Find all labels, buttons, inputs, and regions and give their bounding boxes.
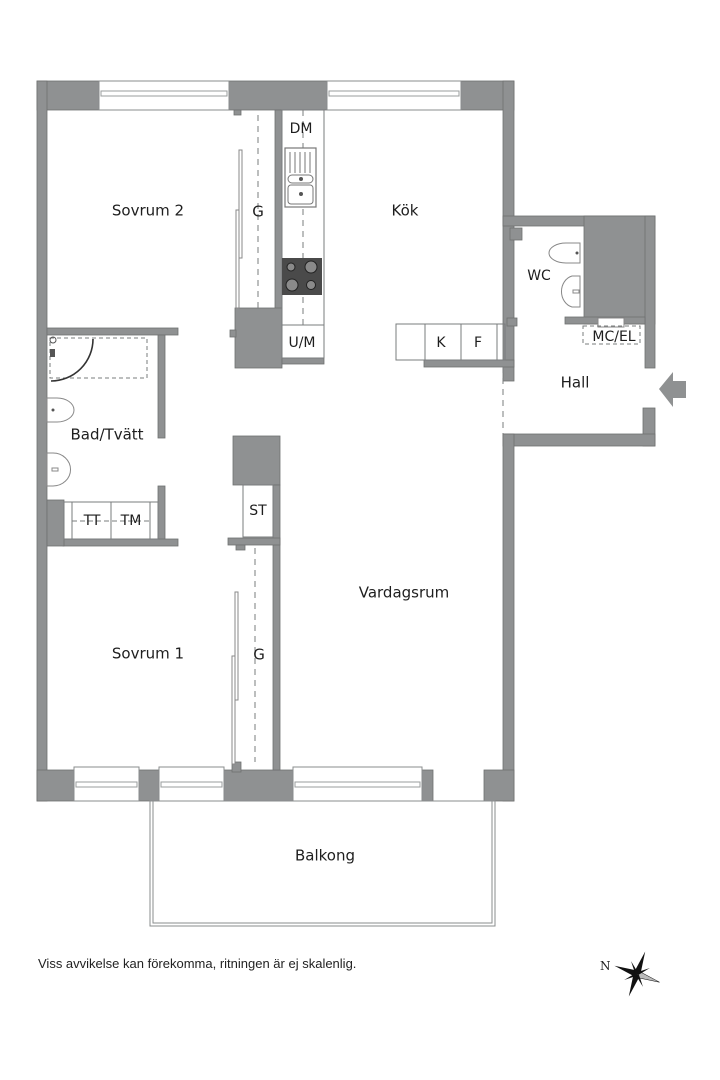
room-label-garderob-top: G — [252, 203, 264, 221]
kitchen-counter — [281, 109, 325, 359]
balcony — [149, 800, 496, 927]
room-label-f: F — [474, 335, 482, 351]
room-label-sovrum2: Sovrum 2 — [112, 202, 184, 220]
bathroom-fixtures — [46, 336, 159, 540]
wardrobe-top — [235, 115, 259, 309]
room-label-tm: TM — [120, 513, 142, 529]
room-label-hall: Hall — [561, 374, 590, 392]
entrance-arrow-icon — [659, 372, 686, 407]
wc-fixtures — [548, 242, 641, 345]
room-label-k: K — [436, 335, 446, 351]
room-label-dm: DM — [290, 121, 313, 137]
room-label-st: ST — [249, 503, 267, 519]
room-label-garderob-bottom: G — [253, 646, 265, 664]
room-label-balkong: Balkong — [295, 847, 355, 865]
room-label-bad: Bad/Tvätt — [70, 426, 143, 444]
washbasin-icon — [46, 452, 72, 487]
room-label-kok: Kök — [392, 202, 419, 220]
room-label-mcel: MC/EL — [592, 329, 635, 345]
stove-icon — [282, 258, 322, 295]
outer-walls — [36, 80, 656, 802]
room-labels: Sovrum 2 Kök G DM U/M WC MC/EL K F Hall … — [70, 121, 635, 865]
washbasin-icon — [561, 275, 581, 308]
room-label-wc: WC — [527, 268, 551, 284]
disclaimer-text: Viss avvikelse kan förekomma, ritningen … — [38, 956, 357, 971]
compass-north-label: N — [600, 959, 611, 973]
compass-rose-icon — [614, 951, 660, 997]
room-label-vardagsrum: Vardagsrum — [359, 584, 450, 602]
room-label-tt: TT — [83, 513, 101, 529]
sink-icon — [284, 147, 317, 208]
toilet-icon — [548, 242, 581, 264]
room-label-sovrum1: Sovrum 1 — [112, 645, 184, 663]
wardrobe-bottom — [231, 548, 256, 765]
storage-cabinet — [242, 484, 274, 538]
toilet-icon — [46, 397, 75, 423]
washer-dryer — [63, 501, 159, 540]
interior-walls — [46, 109, 646, 773]
room-label-um: U/M — [288, 335, 315, 351]
bathtub-icon — [49, 336, 148, 382]
kitchen-appliances — [395, 323, 506, 434]
